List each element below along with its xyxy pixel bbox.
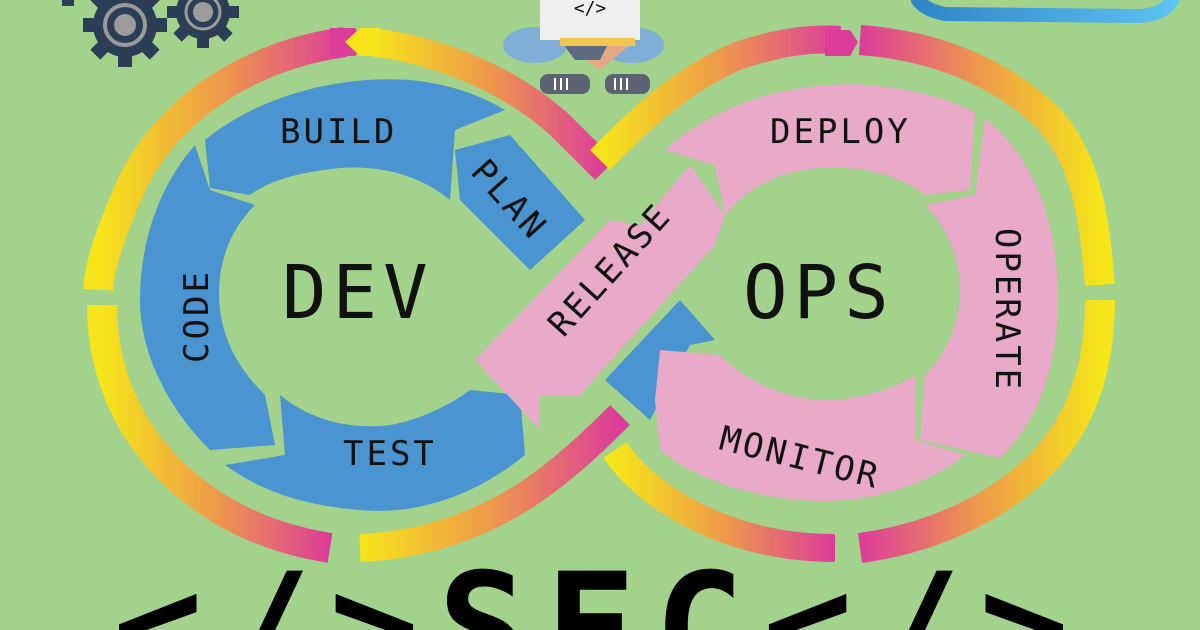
stage-label-operate: OPERATE: [987, 227, 1028, 393]
outer-ring-left: [83, 27, 630, 563]
stage-label-test: TEST: [343, 434, 437, 474]
stage-label-code: CODE: [176, 269, 217, 363]
cloud-outline-icon: [911, 0, 1179, 24]
outer-ring-right: [590, 25, 1115, 563]
dev-cycle-ring: [140, 79, 715, 511]
stage-label-deploy: DEPLOY: [770, 112, 911, 152]
bottom-sec-text-graphic: </>SEC</>: [113, 542, 1088, 630]
ops-center-label: OPS: [743, 250, 895, 336]
developer-with-laptop-icon: [503, 0, 664, 94]
laptop-screen-code: </>: [574, 0, 607, 19]
ops-cycle-ring: [475, 84, 1059, 501]
gears-icon: [62, 0, 239, 67]
svg-text:</>SEC</>: </>SEC</>: [113, 542, 1088, 630]
dev-center-label: DEV: [282, 250, 434, 336]
stage-label-build: BUILD: [280, 112, 398, 152]
